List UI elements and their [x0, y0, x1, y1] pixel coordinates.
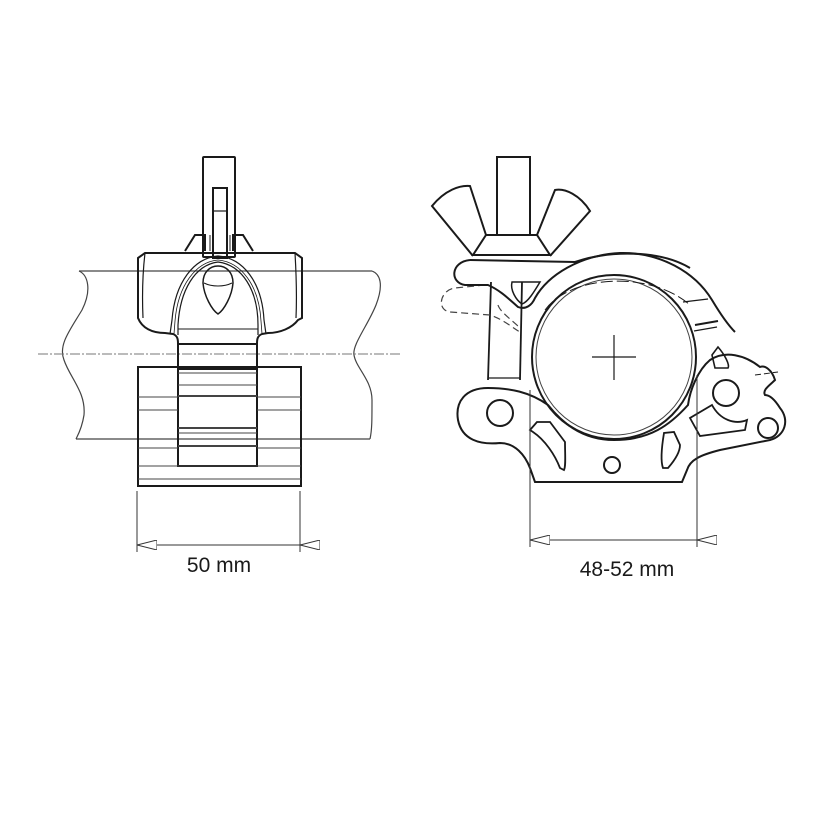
side-view	[38, 156, 400, 552]
pipe-outline	[61, 270, 381, 440]
wing-nut	[430, 156, 592, 257]
clamp-base	[456, 353, 787, 483]
dimension-50mm	[136, 491, 300, 552]
bolt	[184, 156, 254, 259]
front-view	[430, 156, 787, 547]
clamp-arm	[453, 251, 736, 333]
bolt-shank	[487, 281, 523, 381]
open-position-outline	[440, 284, 523, 334]
dimension-label-width: 50 mm	[186, 554, 252, 577]
dimension-label-pipe-diameter: 48-52 mm	[579, 558, 675, 581]
clamp-band	[682, 298, 730, 369]
dimension-48-52mm	[529, 375, 697, 547]
clamp-jaw	[137, 343, 302, 487]
